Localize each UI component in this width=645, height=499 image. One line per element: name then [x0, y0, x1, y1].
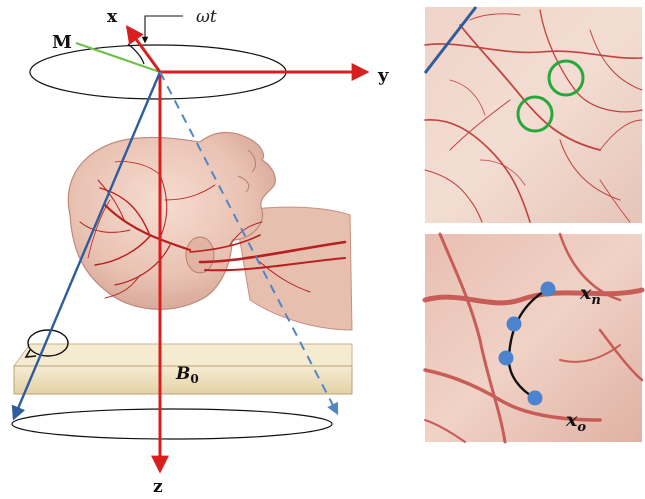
sample-point-2: [507, 317, 522, 332]
magnetization-label: M: [52, 32, 72, 53]
end-point-subscript: n: [591, 293, 600, 308]
start-point-subscript: o: [577, 420, 586, 435]
y-axis-label: y: [377, 65, 389, 86]
sample-point-4: [528, 391, 543, 406]
sample-point-3: [499, 351, 514, 366]
inset-bottom-path-closeup: xn xo: [425, 234, 642, 442]
head-illustration: [68, 132, 352, 330]
precession-angle-leader: [145, 16, 183, 42]
precession-angle-label: ωt: [196, 7, 217, 27]
sample-point-1: [541, 282, 556, 297]
static-field-symbol: B: [175, 364, 190, 384]
z-axis-label: z: [153, 477, 163, 497]
start-point-symbol: x: [565, 409, 578, 431]
lower-precession-ellipse: [12, 409, 332, 439]
inset-top-vessel-closeup: [425, 7, 642, 223]
magnetization-vector: [76, 43, 160, 72]
static-field-subscript: 0: [190, 372, 198, 386]
end-point-symbol: x: [579, 282, 592, 304]
x-axis-label: x: [107, 7, 118, 27]
